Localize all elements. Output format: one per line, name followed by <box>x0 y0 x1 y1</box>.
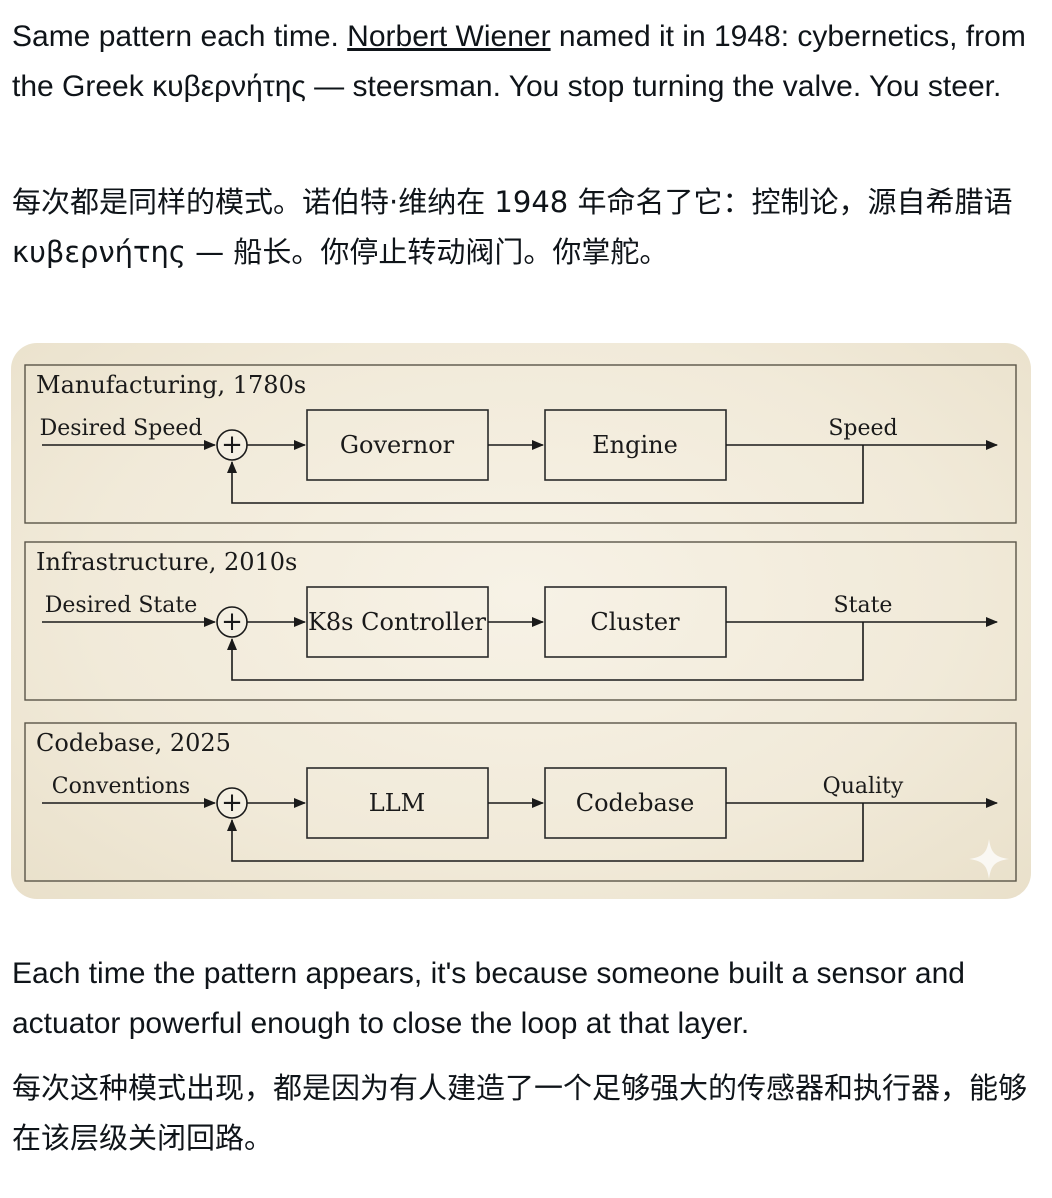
input-label: Desired State <box>45 593 198 618</box>
intro-text-start: Same pattern each time. <box>12 20 348 53</box>
output-label: Speed <box>828 416 897 441</box>
output-label: Quality <box>823 774 904 799</box>
feedback-path <box>227 803 864 862</box>
plant-label: Codebase <box>576 789 695 817</box>
panel-frame <box>24 364 1017 524</box>
output-label: State <box>834 593 893 618</box>
panel-frame <box>24 722 1017 882</box>
input-label: Conventions <box>52 774 190 799</box>
panel-frame <box>24 541 1017 701</box>
sum-symbol: + <box>221 788 243 818</box>
sum-symbol: + <box>221 430 243 460</box>
controller-label: K8s Controller <box>308 608 487 636</box>
sum-symbol: + <box>221 607 243 637</box>
panel-title: Codebase, 2025 <box>36 729 231 757</box>
controller-label: Governor <box>340 431 455 459</box>
panel-title: Manufacturing, 1780s <box>36 371 306 399</box>
closing-paragraph: Each time the pattern appears, it's beca… <box>12 957 965 1040</box>
intro-paragraph-chinese: 每次都是同样的模式。诺伯特·维纳在 1948 年命名了它：控制论，源自希腊语 κ… <box>12 185 1013 269</box>
norbert-wiener-link[interactable]: Norbert Wiener <box>347 20 551 53</box>
intro-paragraph: Same pattern each time. Norbert Wiener n… <box>12 12 1036 112</box>
panel-title: Infrastructure, 2010s <box>36 548 297 576</box>
intro-text-end: named it in 1948: cybernetics, from the … <box>12 20 1026 103</box>
feedback-path <box>227 622 864 681</box>
plant-label: Cluster <box>590 608 680 636</box>
input-label: Desired Speed <box>40 416 203 441</box>
controller-label: LLM <box>369 789 425 817</box>
sparkle-icon <box>969 839 1009 879</box>
closing-paragraph-chinese: 每次这种模式出现，都是因为有人建造了一个足够强大的传感器和执行器，能够在该层级关… <box>12 1071 1028 1155</box>
feedback-path <box>227 445 864 504</box>
plant-label: Engine <box>592 431 678 459</box>
